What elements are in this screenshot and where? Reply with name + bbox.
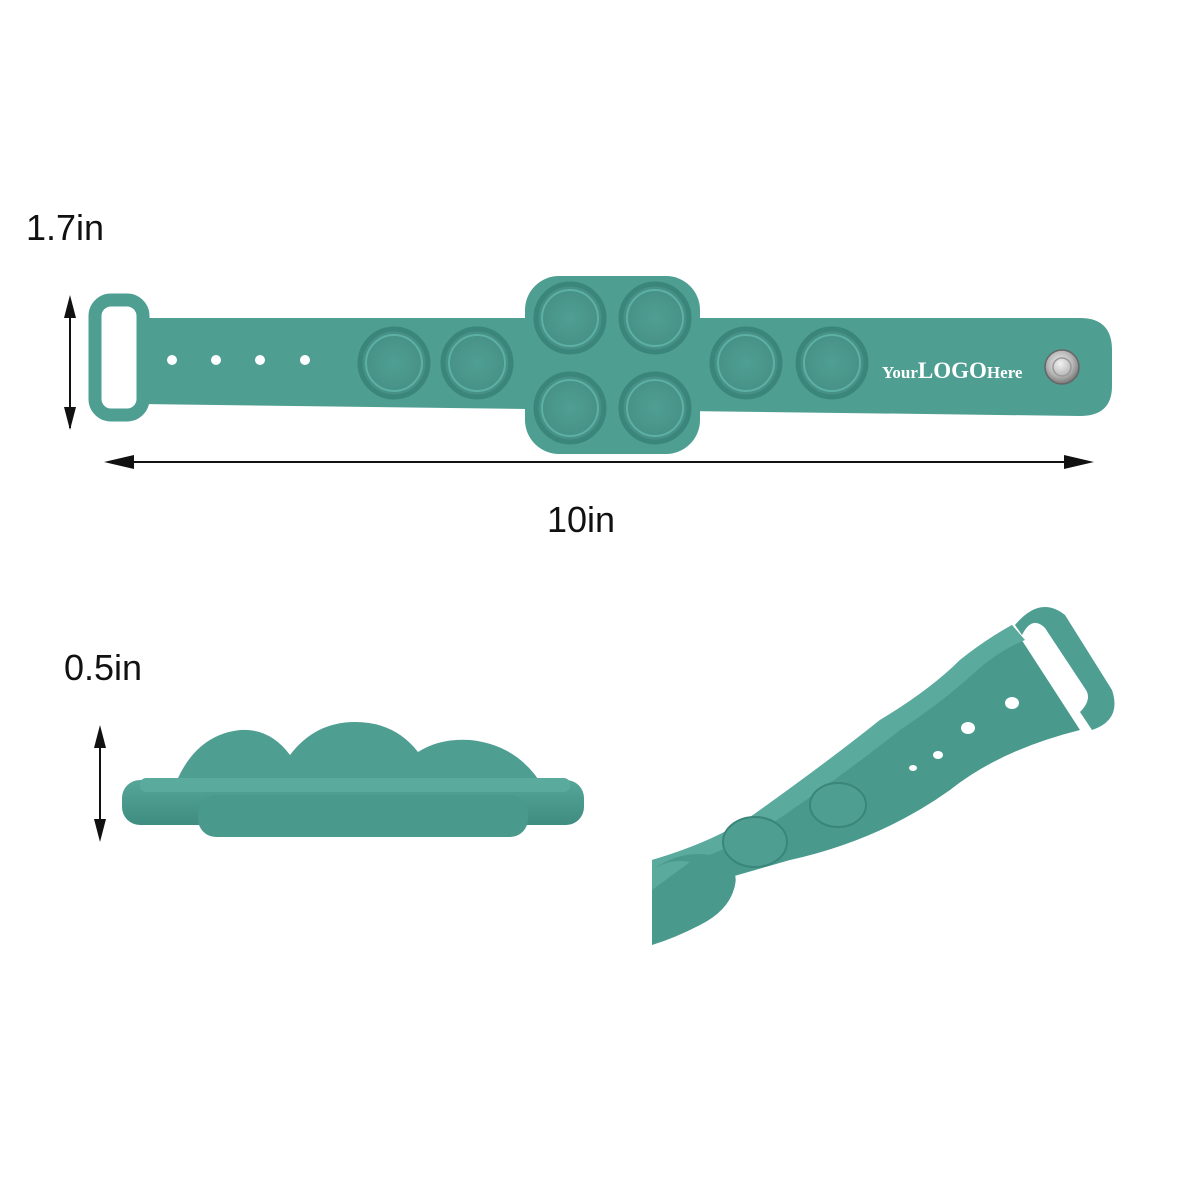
logo-text: YourLOGOHere xyxy=(882,358,1023,383)
pop-bubble xyxy=(618,371,692,445)
pop-bubble xyxy=(795,326,869,400)
strap-hole xyxy=(300,355,310,365)
strap-hole xyxy=(961,722,975,734)
pop-bubble xyxy=(440,326,514,400)
strap-hole xyxy=(255,355,265,365)
pop-bubble xyxy=(709,326,783,400)
pop-bubble xyxy=(618,281,692,355)
length-arrow xyxy=(104,455,1094,469)
buckle-loop xyxy=(88,293,150,422)
pop-bubble xyxy=(533,371,607,445)
bracelet-perspective-view xyxy=(652,607,1115,945)
strap-hole xyxy=(933,751,943,759)
bracelet-top-view: YourLOGOHere xyxy=(88,276,1112,454)
pop-bubble xyxy=(357,326,431,400)
height-arrow xyxy=(64,295,76,430)
pop-bubble xyxy=(533,281,607,355)
strap-hole xyxy=(909,765,917,771)
strap-hole xyxy=(211,355,221,365)
bracelet-side-view xyxy=(122,722,584,837)
thickness-dimension-label: 0.5in xyxy=(64,647,143,688)
strap-hole xyxy=(167,355,177,365)
metal-button-icon xyxy=(1044,349,1080,385)
height-dimension-label: 1.7in xyxy=(26,207,105,248)
strap-hole xyxy=(1005,697,1019,709)
thickness-arrow xyxy=(94,725,106,842)
length-dimension-label: 10in xyxy=(547,499,616,540)
